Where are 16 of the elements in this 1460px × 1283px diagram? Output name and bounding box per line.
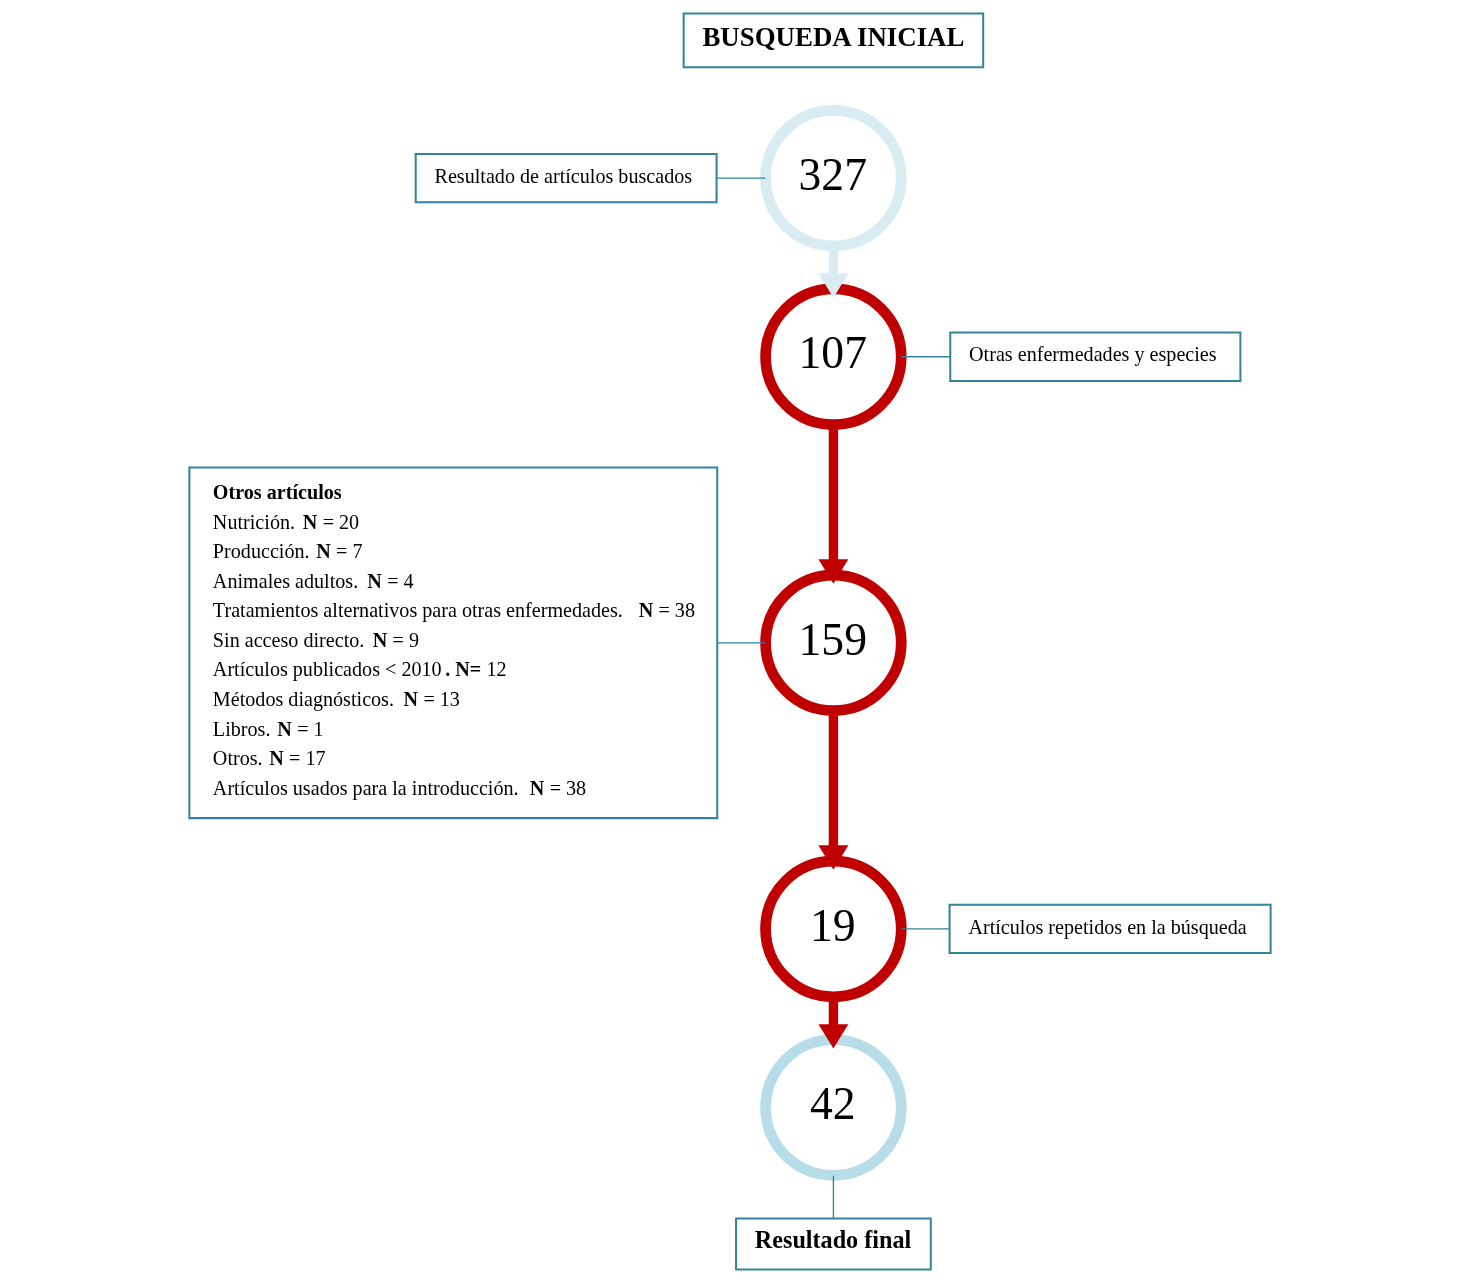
node-box: BUSQUEDA INICIAL xyxy=(682,12,985,69)
connector xyxy=(900,356,951,358)
node-circle: 42 xyxy=(760,1034,907,1181)
node-box: Resultado final xyxy=(735,1217,932,1271)
node-circle: 19 xyxy=(760,855,907,1003)
connector xyxy=(832,1175,835,1219)
connector xyxy=(716,642,767,644)
node-box: Otras enfermedades y especies xyxy=(949,331,1242,382)
node-circle: 327 xyxy=(760,104,907,252)
node-circle: 159 xyxy=(760,569,907,717)
node-box: Otros artículos Nutrición. N = 20 Producción. N = 7 Animales adultos. N = 4 Tratamientos alternativos para otras enfermedades. N = 38 Sin acceso directo. N = 9 Artículos publicados < 2010. N= 12 Métodos diagnósticos. N = 13 Libros. N = 1 Otros. N = 17 Artículos usados para la introducción. N = 38 xyxy=(188,466,719,820)
connector xyxy=(716,177,766,179)
node-circle: 107 xyxy=(760,283,907,430)
node-box: Artículos repetidos en la búsqueda xyxy=(948,903,1272,955)
node-box: Resultado de artículos buscados xyxy=(414,152,718,204)
connector xyxy=(900,928,951,930)
